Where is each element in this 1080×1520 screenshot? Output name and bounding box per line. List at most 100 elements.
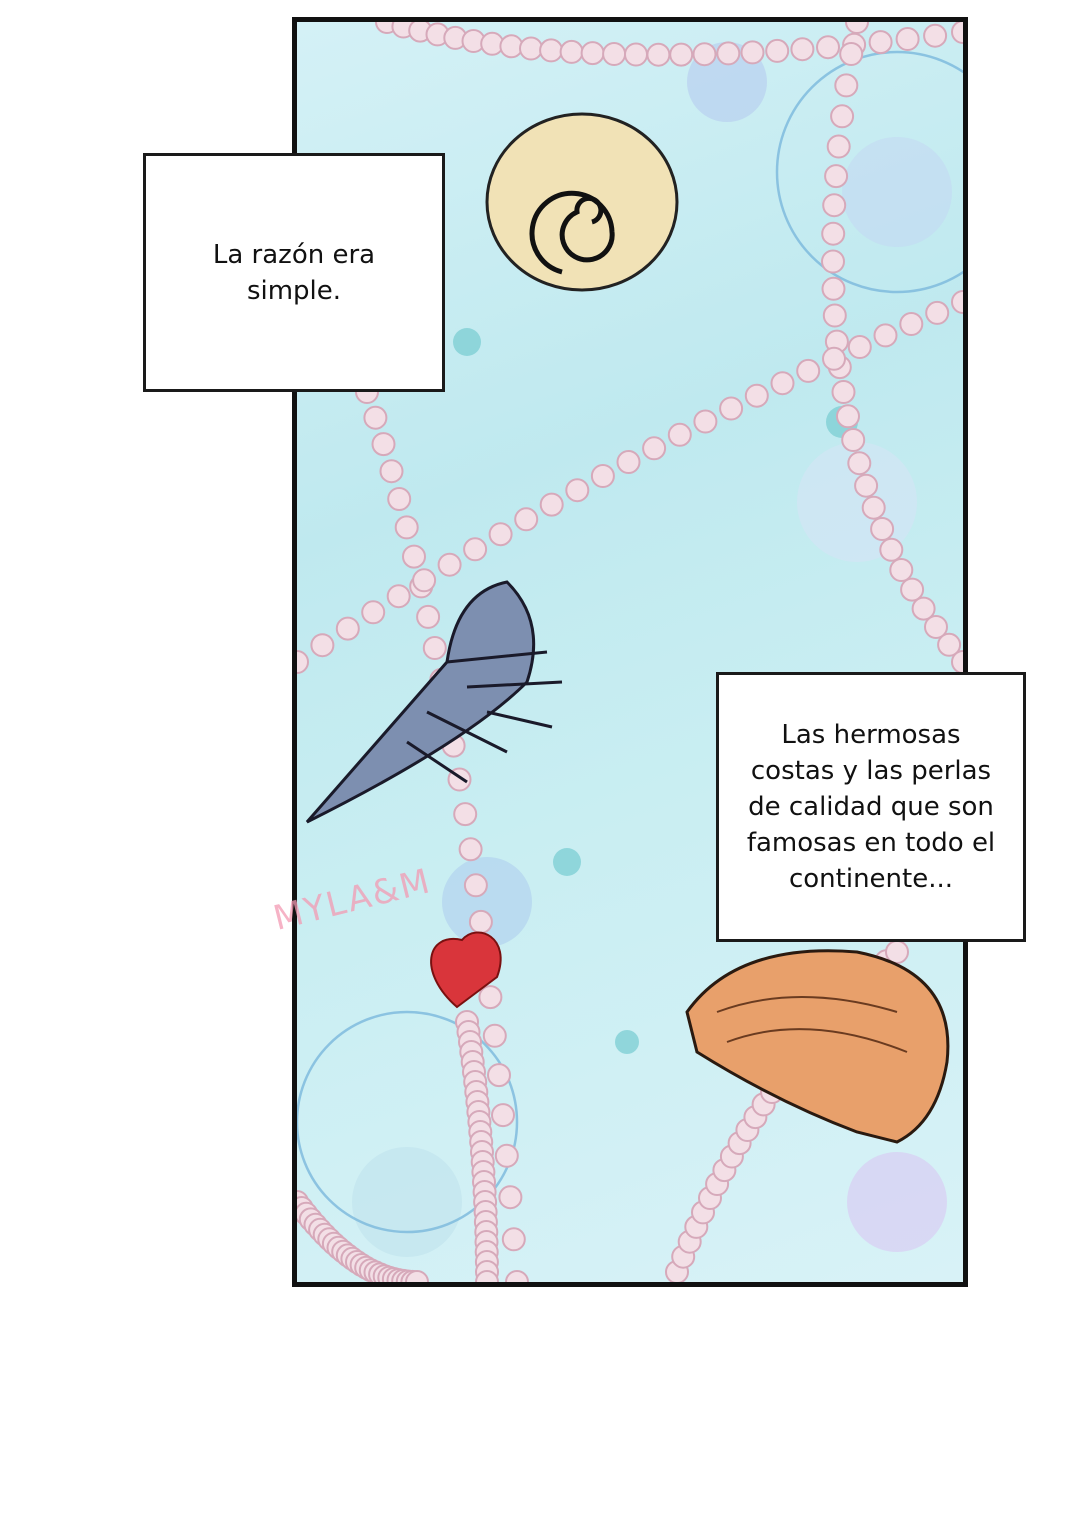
pearl [539, 492, 564, 517]
pearl [821, 249, 845, 274]
pearl [824, 164, 849, 189]
pearl [740, 40, 765, 65]
pearl [422, 636, 447, 660]
pearl [885, 940, 909, 964]
pearl [379, 459, 404, 484]
pearl [719, 396, 744, 421]
caption-box-reason: La razón era simple. [143, 153, 445, 392]
pearl [412, 568, 437, 593]
pearl [693, 409, 718, 434]
pearl [402, 544, 426, 569]
pearl [488, 522, 513, 547]
pearl [491, 1103, 515, 1128]
pearl [816, 35, 840, 60]
pearl [482, 1023, 507, 1048]
caption-text: La razón era simple. [213, 237, 375, 309]
red-heart [430, 931, 502, 1009]
pearl [834, 73, 859, 98]
pearl [951, 290, 963, 314]
pearl [646, 42, 671, 67]
pearl [744, 383, 769, 408]
pearl [951, 22, 963, 44]
pearl [822, 193, 847, 218]
pearl [692, 42, 717, 67]
pearl [453, 802, 478, 827]
pearl [297, 650, 309, 674]
pearl [602, 42, 627, 66]
pearl [770, 371, 795, 396]
pearl [830, 104, 855, 129]
pearl [310, 633, 335, 658]
panel-artwork [297, 22, 963, 1282]
pearl [870, 517, 895, 541]
pearl [924, 615, 948, 639]
pearl [822, 303, 847, 328]
pearl [879, 537, 904, 562]
caption-box-coasts: Las hermosas costas y las perlas de cali… [716, 672, 1026, 942]
pearl [539, 38, 564, 63]
pearl [478, 985, 503, 1010]
pearl [463, 537, 488, 562]
pearl [951, 650, 963, 674]
caption-line: de calidad que son [748, 792, 994, 822]
pearl [499, 34, 524, 59]
caption-line: simple. [246, 275, 342, 306]
pearl [565, 478, 590, 503]
pearl [405, 1270, 429, 1282]
pearl [642, 436, 667, 461]
pearl [463, 873, 488, 898]
pearl [494, 1143, 519, 1168]
pearl [822, 346, 846, 371]
caption-text: Las hermosas costas y las perlas de cali… [747, 717, 995, 897]
pearl [667, 422, 692, 447]
pearl [790, 37, 815, 62]
pearl [363, 405, 388, 430]
pearl [559, 39, 584, 64]
pearl [911, 596, 936, 621]
pearl [826, 134, 851, 159]
pearl [505, 1270, 529, 1282]
pearl [437, 552, 462, 577]
pearl [900, 577, 925, 602]
pearl [847, 451, 872, 476]
pearl [831, 380, 856, 404]
pearl [514, 507, 539, 532]
caption-line: famosas en todo el [746, 828, 996, 858]
pearl [387, 487, 412, 511]
caption-line: costas y las perlas [750, 756, 992, 786]
pearl [386, 584, 411, 609]
pearl [839, 42, 864, 66]
orange-conch-shell [685, 949, 950, 1144]
pearl [361, 600, 386, 625]
pearl [868, 30, 893, 55]
pearl [487, 1063, 511, 1088]
caption-line: continente... [788, 864, 954, 894]
pearl [371, 432, 396, 457]
pearl [624, 42, 648, 67]
caption-line: La razón era [212, 239, 376, 270]
pearl [937, 632, 962, 657]
pearl [616, 450, 641, 474]
pearl [765, 38, 790, 63]
pearl [899, 312, 924, 336]
pearl [845, 22, 869, 34]
pearl [821, 276, 846, 301]
pearl [580, 41, 605, 66]
spiky-murex-shell [305, 580, 563, 824]
pearl [854, 473, 879, 498]
pearl [889, 558, 914, 582]
pearl [458, 837, 483, 862]
pearl [468, 909, 493, 934]
pearl [475, 1270, 499, 1282]
pearl [335, 616, 360, 641]
pearl [501, 1227, 526, 1252]
pearl [669, 42, 694, 67]
pearl [836, 404, 860, 429]
pearl [925, 300, 950, 325]
pearl [821, 221, 846, 246]
pearl [895, 27, 920, 51]
pearl [923, 23, 948, 48]
pearl [873, 323, 898, 348]
pearl [716, 41, 741, 66]
pearl [498, 1185, 523, 1210]
